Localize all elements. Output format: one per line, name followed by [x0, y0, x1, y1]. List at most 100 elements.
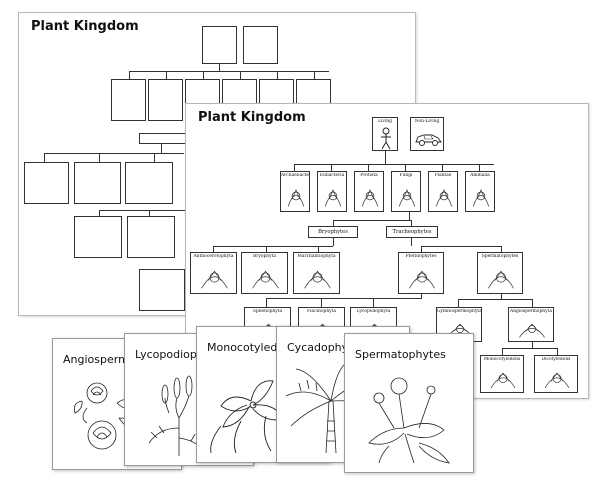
division-tracheophytes: Tracheophytes — [386, 226, 438, 238]
connector-line — [213, 246, 333, 247]
blank-box — [111, 79, 146, 121]
blank-box — [74, 162, 121, 204]
chart-node: Dicotyledons — [534, 355, 578, 393]
connector-line — [373, 298, 374, 307]
chart-node: Plantae — [428, 171, 458, 212]
connector-line — [161, 144, 162, 153]
connector-line — [479, 164, 480, 171]
cycad-palm-icon — [281, 361, 405, 456]
seed-plant-icon — [480, 262, 520, 291]
chart-node: Archaebacteria — [280, 171, 310, 212]
liverwort-icon — [296, 262, 337, 291]
connector-line — [166, 71, 167, 79]
connector-line — [318, 246, 319, 252]
connector-line — [333, 220, 411, 221]
connector-line — [421, 246, 422, 252]
chart-node: Fungi — [391, 171, 421, 212]
clubmoss-icon — [129, 368, 249, 459]
chart-node: Pteridophytes — [398, 252, 444, 294]
connector-line — [149, 210, 150, 216]
connector-line — [532, 342, 533, 348]
blank-box — [243, 26, 278, 64]
connector-line — [219, 64, 220, 71]
card-title: Monocotyledons — [207, 341, 297, 354]
blank-pill — [139, 133, 187, 144]
protist-icon — [357, 181, 381, 209]
chart-node: Angiospermophyta — [508, 307, 554, 342]
connector-line — [333, 238, 334, 246]
dicot-icon — [537, 365, 575, 390]
card-title: Cycadophyta — [287, 341, 360, 354]
node-label: Marchantiophyta — [297, 254, 336, 259]
chart-node: Protista — [354, 171, 384, 212]
rose-icon — [57, 373, 177, 463]
flowering-plant-icon — [511, 317, 551, 339]
chart-node-living: Living — [372, 117, 398, 151]
connector-line — [203, 71, 204, 79]
node-label: Fungi — [399, 173, 413, 178]
connector-line — [502, 348, 558, 349]
chart-node: Monocotyledons — [480, 355, 524, 393]
node-label: Eubacteria — [319, 173, 345, 178]
connector-line — [368, 164, 369, 171]
card-title: Spermatophytes — [355, 348, 446, 361]
connector-line — [421, 294, 422, 298]
bacteria-cluster-icon — [283, 181, 307, 209]
node-label: Sphenophyta — [252, 309, 283, 314]
node-label: Bryophyta — [253, 254, 276, 259]
connector-line — [266, 298, 267, 307]
blank-box — [148, 79, 183, 121]
division-bryophytes: Bryophytes — [308, 226, 358, 238]
car-icon — [413, 127, 442, 148]
rod-bacteria-icon — [320, 181, 344, 209]
illustrated-chart-sheet: Plant Kingdom Living Non-Living Archaeba… — [185, 103, 589, 399]
connector-line — [532, 299, 533, 307]
node-label: Archaebacteria — [281, 173, 309, 178]
blank-box — [74, 216, 122, 258]
back-sheet-title: Plant Kingdom — [31, 19, 139, 34]
blank-box — [24, 162, 69, 204]
card-spermatophytes: Spermatophytes — [344, 333, 474, 473]
connector-line — [294, 164, 494, 165]
fern-icon — [431, 181, 455, 209]
node-label: Monocotyledons — [483, 357, 521, 362]
connector-line — [129, 71, 130, 79]
node-label: Angiospermophyta — [510, 309, 552, 314]
connector-line — [213, 246, 214, 252]
connector-line — [501, 246, 502, 252]
connector-line — [99, 210, 204, 211]
connector-line — [385, 151, 386, 164]
connector-line — [129, 71, 329, 72]
connector-line — [277, 71, 278, 79]
connector-line — [501, 294, 502, 299]
card-title: Angiosperms — [63, 353, 135, 366]
blank-box — [127, 216, 175, 258]
blank-box — [202, 26, 237, 64]
node-label: Anthocerotophyta — [193, 254, 234, 259]
node-label: Gymnospermophyta — [437, 309, 481, 314]
connector-line — [314, 71, 315, 79]
chart-node: Animalia — [465, 171, 495, 212]
connector-line — [154, 153, 155, 162]
node-label: Filicinophyta — [306, 309, 337, 314]
connector-line — [44, 153, 184, 154]
node-label: Plantae — [434, 173, 452, 178]
chart-node: Anthocerotophyta — [190, 252, 237, 294]
node-label: Pteridophytes — [405, 254, 437, 259]
lily-icon — [483, 365, 521, 390]
connector-line — [99, 210, 100, 216]
chart-node: Spermatophytes — [477, 252, 523, 294]
connector-line — [294, 164, 295, 171]
node-label: Lycopodophyta — [356, 309, 391, 314]
hornwort-icon — [193, 262, 234, 291]
connector-line — [411, 220, 412, 226]
node-label: Dicotyledons — [541, 357, 571, 362]
dandelion-icon — [349, 368, 469, 466]
connector-line — [99, 153, 100, 162]
chart-node: Eubacteria — [317, 171, 347, 212]
person-icon — [375, 127, 395, 150]
connector-line — [421, 246, 501, 247]
connector-line — [411, 238, 412, 246]
chart-node: Bryophyta — [241, 252, 288, 294]
connector-line — [502, 348, 503, 355]
